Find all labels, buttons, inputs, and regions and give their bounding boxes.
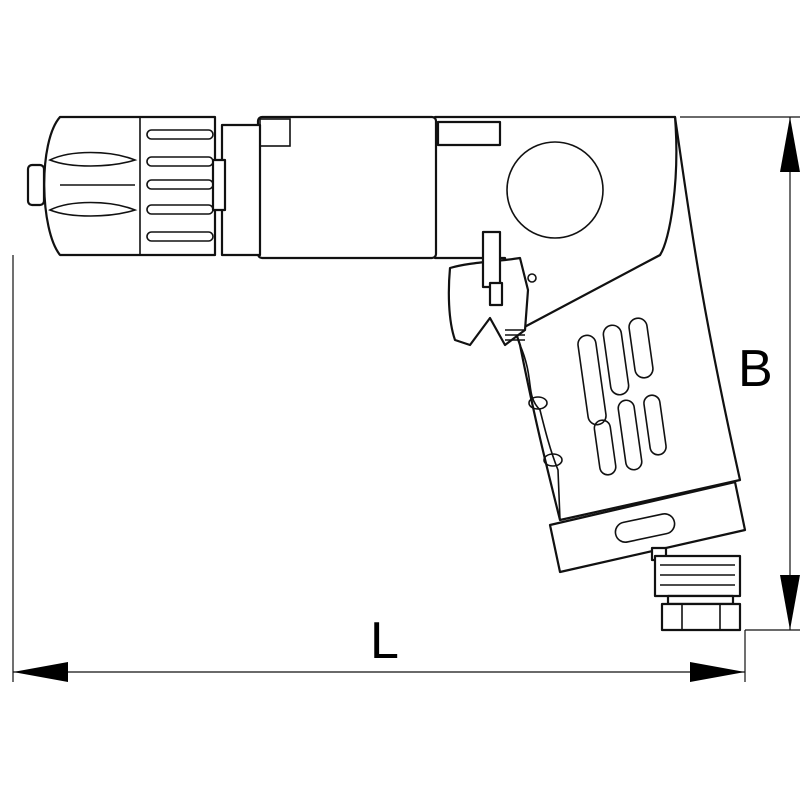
handle-base — [548, 480, 747, 574]
dimension-label-l: L — [370, 612, 399, 670]
arrow-right-icon — [690, 662, 745, 682]
air-inlet-fitting — [650, 546, 742, 632]
arrow-down-icon — [780, 575, 800, 630]
arrow-left-icon — [13, 662, 68, 682]
dimension-label-b: B — [738, 340, 773, 398]
chuck-grip-ribs — [146, 129, 214, 242]
motor-housing — [220, 115, 678, 334]
keyless-chuck — [26, 115, 227, 257]
trigger — [447, 230, 537, 347]
arrow-up-icon — [780, 117, 800, 172]
handle — [513, 115, 742, 522]
dimension-lines — [12, 116, 800, 682]
